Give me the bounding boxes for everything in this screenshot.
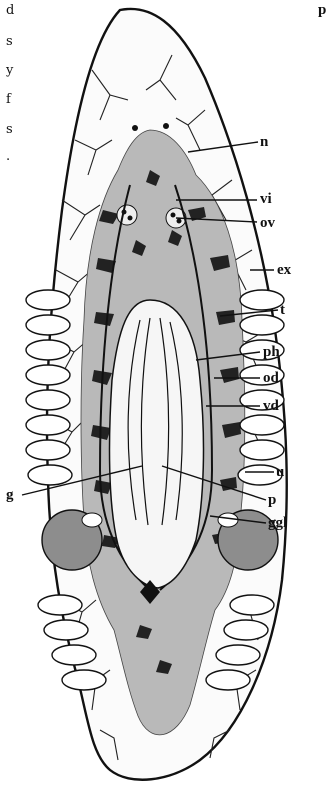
label-ex: ex — [277, 262, 292, 278]
margin-text-0: d — [6, 3, 14, 18]
uterus-cell-right — [218, 513, 238, 527]
label-vd: vd — [263, 398, 280, 414]
label-g: g — [6, 487, 14, 503]
label-ov: ov — [260, 215, 276, 231]
uterus-cell-left — [82, 513, 102, 527]
eye-right — [163, 123, 169, 129]
label-p: p — [268, 492, 276, 508]
label-u: u — [276, 464, 284, 480]
label-t: t — [280, 302, 285, 318]
label-od: od — [263, 370, 280, 386]
margin-text-column: d s y f s . — [5, 3, 14, 164]
label-n: n — [260, 134, 269, 150]
margin-text-4: s — [6, 122, 13, 137]
top-right-fragment: p — [318, 2, 326, 18]
eye-left — [132, 125, 138, 131]
label-ggl: ggl — [268, 515, 287, 531]
label-vi: vi — [260, 191, 272, 207]
margin-text-2: y — [5, 63, 14, 78]
label-ph: ph — [263, 344, 280, 360]
pharynx — [110, 300, 204, 588]
margin-text-5: . — [6, 149, 10, 164]
margin-text-3: f — [6, 92, 12, 107]
margin-text-1: s — [6, 34, 13, 49]
